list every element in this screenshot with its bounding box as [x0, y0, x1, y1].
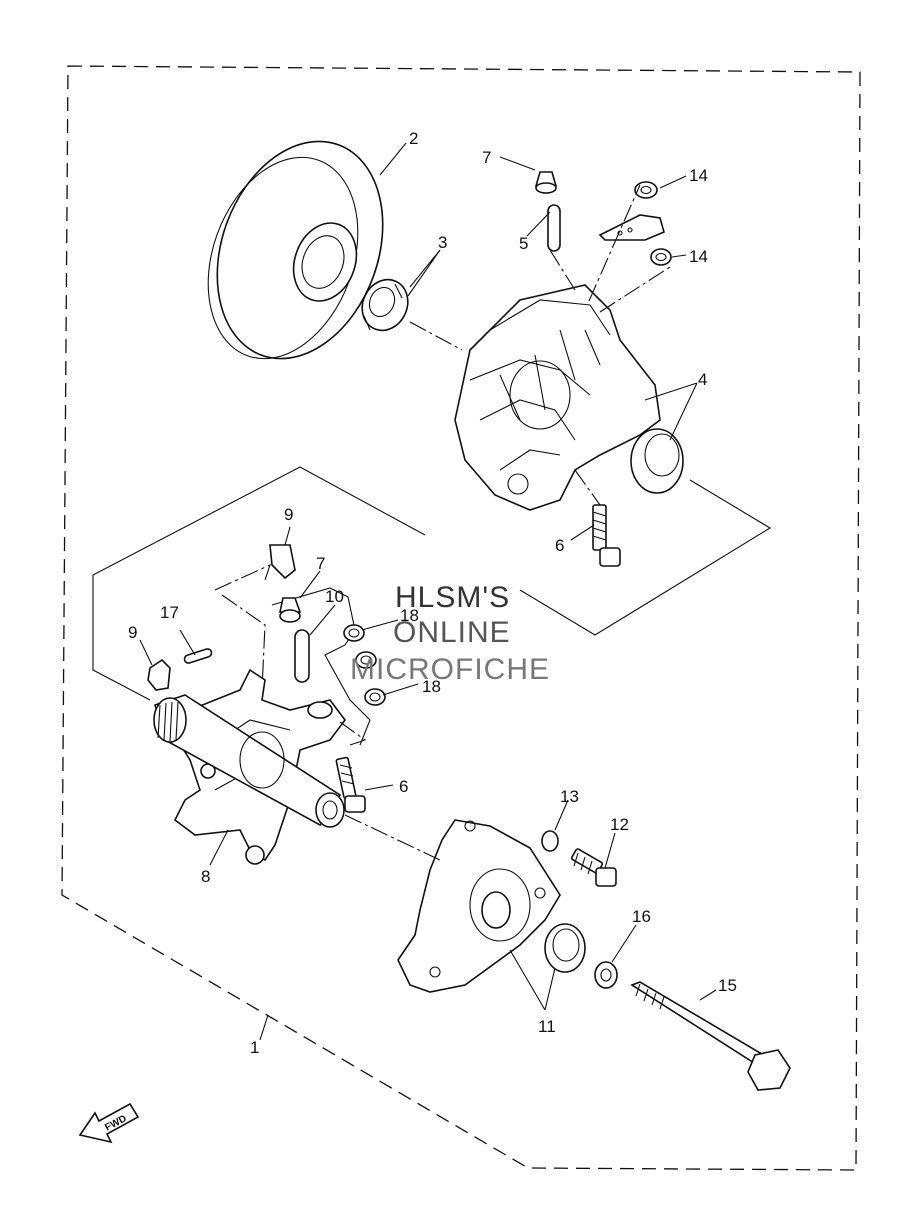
part-4-housing[interactable]	[454, 284, 661, 511]
part-6-bolt-lower[interactable]	[335, 756, 366, 813]
part-7-nut-lower[interactable]	[279, 597, 302, 623]
callout-8: 8	[201, 867, 210, 886]
part-16-washer[interactable]	[594, 961, 618, 989]
callout-6-lower: 6	[399, 777, 408, 796]
callout-15: 15	[718, 976, 737, 995]
callout-9-left: 9	[128, 623, 137, 642]
part-10-pin[interactable]	[294, 629, 310, 683]
callout-13: 13	[560, 787, 579, 806]
callout-7-upper: 7	[482, 148, 491, 167]
callout-6-upper: 6	[555, 536, 564, 555]
callout-4: 4	[698, 370, 707, 389]
callout-1: 1	[250, 1038, 259, 1057]
callout-14-lower: 14	[689, 247, 708, 266]
callout-18-upper: 18	[400, 606, 419, 625]
callout-9-upper: 9	[284, 505, 293, 524]
part-18-washer-a[interactable]	[343, 624, 365, 642]
callout-17: 17	[160, 603, 179, 622]
part-3-collar[interactable]	[354, 272, 416, 338]
assembly-boundary	[61, 65, 861, 1171]
watermark-line-1: HLSM'S	[395, 581, 511, 614]
callout-5: 5	[519, 234, 528, 253]
part-12-bolt[interactable]	[570, 848, 617, 887]
watermark-line-2: ONLINE	[393, 616, 511, 649]
callout-3: 3	[438, 233, 447, 252]
part-14-washer-top[interactable]	[634, 181, 658, 199]
part-5-pin[interactable]	[547, 204, 561, 252]
callout-7-lower: 7	[316, 554, 325, 573]
part-9-clip-left[interactable]	[147, 658, 171, 691]
part-9-clip-top[interactable]	[269, 544, 296, 580]
callout-10: 10	[325, 587, 344, 606]
subassembly-outline	[92, 466, 772, 636]
part-13-washer[interactable]	[541, 830, 559, 852]
part-4-bushing[interactable]	[630, 428, 684, 494]
part-11-bushing[interactable]	[544, 923, 586, 973]
callout-11: 11	[538, 1017, 556, 1036]
part-14-washer-bottom[interactable]	[650, 248, 672, 266]
part-8-shaft[interactable]	[153, 694, 345, 828]
part-15-bolt[interactable]	[630, 981, 791, 1091]
part-17-pin[interactable]	[183, 648, 213, 664]
fwd-arrow-icon: FWD	[78, 1102, 140, 1144]
cam-arm[interactable]	[598, 214, 665, 241]
callout-16: 16	[632, 907, 651, 926]
part-2-sheave[interactable]	[182, 118, 412, 382]
callout-2: 2	[409, 129, 418, 148]
callout-14-upper: 14	[689, 166, 708, 185]
part-6-bolt-upper[interactable]	[592, 504, 621, 567]
callout-12: 12	[610, 815, 629, 834]
part-18-washer-b[interactable]	[355, 651, 377, 669]
part-7-nut-top[interactable]	[534, 171, 558, 194]
part-18-washer-c[interactable]	[364, 688, 386, 706]
watermark-line-3: MICROFICHE	[350, 653, 550, 686]
part-11-cover[interactable]	[397, 819, 561, 993]
callout-18-lower: 18	[422, 677, 441, 696]
